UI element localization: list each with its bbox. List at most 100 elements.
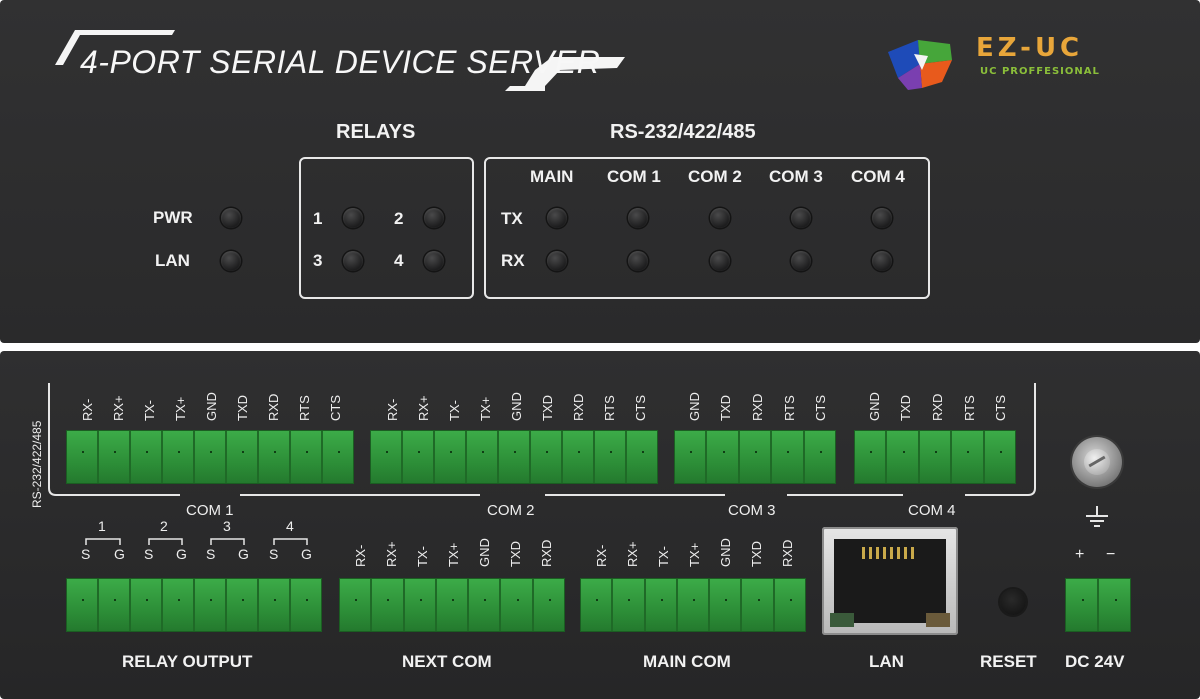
relays-heading: RELAYS (336, 121, 416, 143)
main-com-pin-4: TX+ (687, 542, 702, 567)
com1-terminal-block[interactable] (66, 430, 354, 484)
row-rx: RX (501, 251, 525, 270)
relay-led-3 (343, 251, 363, 271)
com1-pin-1: RX- (80, 398, 95, 421)
relay1-s: S (81, 546, 91, 562)
title-bracket-graphic (55, 30, 625, 91)
pwr-led (221, 208, 241, 228)
relay4-g: G (301, 546, 312, 562)
serial-heading: RS-232/422/485 (610, 121, 756, 143)
main-com-pin-1: RX- (594, 544, 609, 567)
com2-pin-2: RX+ (416, 395, 431, 421)
rear-panel: RS-232/422/485 RX- RX+ TX- TX+ GND TXD R… (0, 351, 1200, 699)
next-com-pin-5: GND (477, 538, 492, 567)
col-com2: COM 2 (688, 167, 742, 186)
next-com-pin-2: RX+ (384, 541, 399, 567)
com1-rx-led (628, 251, 648, 271)
com2-terminal-block[interactable] (370, 430, 658, 484)
com1-pin-6: TXD (235, 395, 250, 421)
power-minus: − (1106, 546, 1116, 563)
next-com-label: NEXT COM (402, 652, 492, 671)
logo-name: EZ-UC (976, 33, 1084, 63)
com1-pin-7: RXD (266, 393, 281, 421)
com1-pin-2: RX+ (111, 395, 126, 421)
main-rx-led (547, 251, 567, 271)
relays-group (299, 157, 474, 299)
com1-label: COM 1 (186, 502, 234, 519)
next-com-terminal-block[interactable] (339, 578, 565, 632)
main-com-terminal-block[interactable] (580, 578, 806, 632)
com2-pin-5: GND (509, 392, 524, 421)
main-com-pin-5: GND (718, 538, 733, 567)
relay-label-4: 4 (394, 251, 404, 270)
main-com-label: MAIN COM (643, 652, 731, 671)
dc-24v-label: DC 24V (1065, 652, 1125, 671)
reset-button[interactable] (1000, 589, 1026, 615)
col-main: MAIN (530, 167, 574, 186)
relay2-s: S (144, 546, 154, 562)
lan-led (221, 251, 241, 271)
com4-pin-3: RXD (930, 393, 945, 421)
com4-terminal-block[interactable] (854, 430, 1016, 484)
ground-screw-icon[interactable] (1072, 437, 1122, 487)
row-tx: TX (501, 209, 523, 228)
com2-tx-led (710, 208, 730, 228)
lan-port[interactable] (822, 527, 958, 635)
com1-pin-4: TX+ (173, 396, 188, 421)
relay-num-1: 1 (98, 518, 106, 534)
next-com-pin-3: TX- (415, 546, 430, 567)
front-panel: 4-PORT SERIAL DEVICE SERVER EZ-UC UC PRO… (0, 0, 1200, 343)
relay-output-terminal-block[interactable] (66, 578, 322, 632)
com3-rx-led (791, 251, 811, 271)
dc-power-terminal-block[interactable] (1065, 578, 1131, 632)
reset-label: RESET (980, 652, 1037, 671)
next-com-pin-7: RXD (539, 539, 554, 567)
device-title: 4-PORT SERIAL DEVICE SERVER (80, 44, 601, 80)
next-com-pin-1: RX- (353, 544, 368, 567)
relay-led-2 (424, 208, 444, 228)
main-com-pin-2: RX+ (625, 541, 640, 567)
col-com3: COM 3 (769, 167, 823, 186)
lan-label: LAN (869, 652, 904, 671)
com1-pin-5: GND (204, 392, 219, 421)
com2-pin-7: RXD (571, 393, 586, 421)
com2-label: COM 2 (487, 502, 535, 519)
com4-label: COM 4 (908, 502, 956, 519)
com1-pin-3: TX- (142, 400, 157, 421)
relay1-g: G (114, 546, 125, 562)
relay2-g: G (176, 546, 187, 562)
logo-tagline: UC PROFFESIONAL (980, 66, 1100, 77)
relay-output-label: RELAY OUTPUT (122, 652, 253, 671)
relay-led-1 (343, 208, 363, 228)
lan-label: LAN (155, 251, 190, 270)
com1-tx-led (628, 208, 648, 228)
com-bracket-lines (48, 383, 1108, 545)
main-com-pin-3: TX- (656, 546, 671, 567)
com2-pin-4: TX+ (478, 396, 493, 421)
next-com-pin-6: TXD (508, 541, 523, 567)
com2-pin-8: RTS (602, 395, 617, 421)
com4-tx-led (872, 208, 892, 228)
relay-label-1: 1 (313, 209, 323, 228)
relay-num-3: 3 (223, 518, 231, 534)
com2-pin-6: TXD (540, 395, 555, 421)
col-com1: COM 1 (607, 167, 661, 186)
pwr-label: PWR (153, 208, 193, 227)
relay-num-4: 4 (286, 518, 294, 534)
serial-group (484, 157, 930, 299)
main-tx-led (547, 208, 567, 228)
main-com-pin-7: RXD (780, 539, 795, 567)
com1-pin-9: CTS (328, 395, 343, 421)
com3-pin-2: TXD (718, 395, 733, 421)
relay-label-2: 2 (394, 209, 404, 228)
relay3-g: G (238, 546, 249, 562)
ez-uc-logo-icon (888, 40, 952, 90)
com4-rx-led (872, 251, 892, 271)
com3-pin-3: RXD (750, 393, 765, 421)
col-com4: COM 4 (851, 167, 905, 186)
com3-pin-1: GND (687, 392, 702, 421)
com3-terminal-block[interactable] (674, 430, 836, 484)
relay4-s: S (269, 546, 279, 562)
power-plus: + (1075, 546, 1085, 563)
com2-pin-9: CTS (633, 395, 648, 421)
